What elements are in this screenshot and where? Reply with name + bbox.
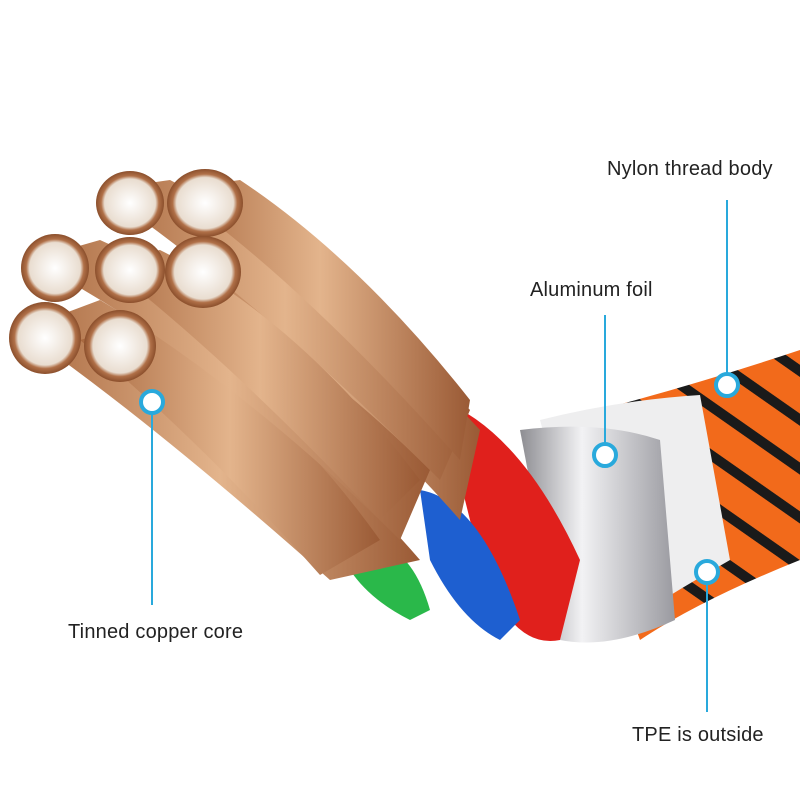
label-nylon-thread-body: Nylon thread body [607, 158, 773, 180]
label-tinned-copper-core: Tinned copper core [68, 621, 244, 643]
label-tpe-outside: TPE is outside [632, 724, 764, 746]
copper-strands [9, 169, 480, 580]
callout-foil [592, 315, 618, 468]
callout-copper [139, 389, 165, 605]
callout-tpe [694, 559, 720, 712]
red-wire [440, 400, 580, 641]
blue-wire [420, 490, 520, 640]
label-aluminum-foil: Aluminum foil [530, 279, 653, 301]
callout-nylon [714, 200, 740, 398]
